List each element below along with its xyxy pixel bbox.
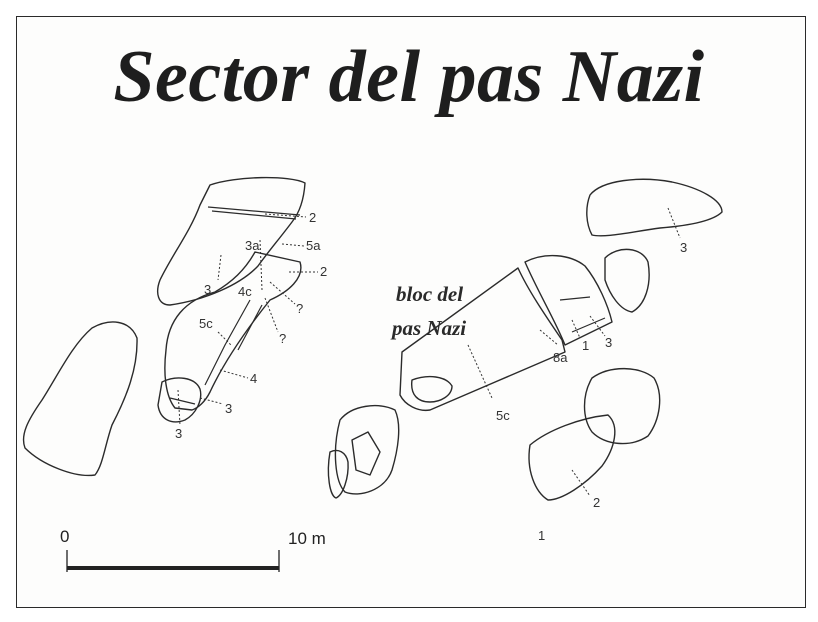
scale-bar: 0 10 m: [60, 527, 326, 572]
leader-4c: [259, 239, 263, 291]
leader-q2: [264, 297, 279, 333]
scale-start-label: 0: [60, 527, 69, 546]
crack-slab-3: [169, 397, 196, 405]
rock-top-right: [586, 178, 723, 237]
rock-bottom-left-2: [351, 431, 381, 476]
leader-q1: [269, 281, 296, 305]
crack-slab-1: [204, 299, 251, 386]
rock-lower-small: [157, 377, 202, 423]
map-title: Sector del pas Nazi: [113, 36, 705, 118]
leader-2a: [264, 213, 307, 218]
crack-band-top: [207, 206, 301, 220]
label-3f: 3: [605, 335, 612, 350]
leader-3d: [177, 389, 181, 426]
label-3b: 3: [204, 282, 211, 297]
label-3a: 3a: [245, 238, 260, 253]
label-4c: 4c: [238, 284, 252, 299]
leader-3b: [217, 254, 222, 281]
label-q1: ?: [296, 301, 303, 316]
rock-bloc-del-pas-nazi: [399, 267, 566, 412]
label-2c: 2: [593, 495, 600, 510]
label-2b: 2: [320, 264, 327, 279]
rock-triangular: [524, 254, 613, 346]
label-3c: 3: [225, 401, 232, 416]
rock-bottom-right-upper: [583, 367, 661, 445]
crack-triangular: [559, 296, 606, 333]
rock-large-lower-left: [22, 321, 138, 477]
bloc-label-line2: pas Nazi: [390, 316, 466, 340]
label-8a: 8a: [553, 350, 568, 365]
bloc-label-line1: bloc del: [396, 282, 463, 306]
rock-inner-small: [411, 375, 453, 403]
rock-bottom-right-lower: [528, 414, 616, 501]
label-5c-left: 5c: [199, 316, 213, 331]
scale-end-label: 10 m: [288, 529, 326, 548]
rock-bottom-left-1: [334, 405, 400, 495]
leader-1: [571, 319, 581, 339]
label-3e: 3: [680, 240, 687, 255]
label-1b: 1: [538, 528, 545, 543]
leader-8a: [539, 329, 559, 346]
rock-bottom-left-3: [327, 449, 349, 499]
label-q2: ?: [279, 331, 286, 346]
label-2a: 2: [309, 210, 316, 225]
label-5a: 5a: [306, 238, 321, 253]
rock-middle-slab: [164, 251, 302, 411]
leader-5c-mid: [467, 344, 493, 399]
leader-2c: [571, 469, 591, 497]
leader-3e: [667, 207, 681, 239]
map-frame: [16, 16, 806, 608]
leader-5c-left: [217, 331, 233, 347]
label-3d: 3: [175, 426, 182, 441]
leader-5a: [281, 243, 305, 247]
rock-large-upper-left: [157, 176, 306, 306]
label-4: 4: [250, 371, 257, 386]
label-1: 1: [582, 338, 589, 353]
rock-small-upper-right: [604, 248, 650, 313]
label-5c-mid: 5c: [496, 408, 510, 423]
leader-4: [219, 369, 249, 379]
leader-3f: [589, 315, 606, 337]
crack-slab-2: [237, 304, 263, 351]
